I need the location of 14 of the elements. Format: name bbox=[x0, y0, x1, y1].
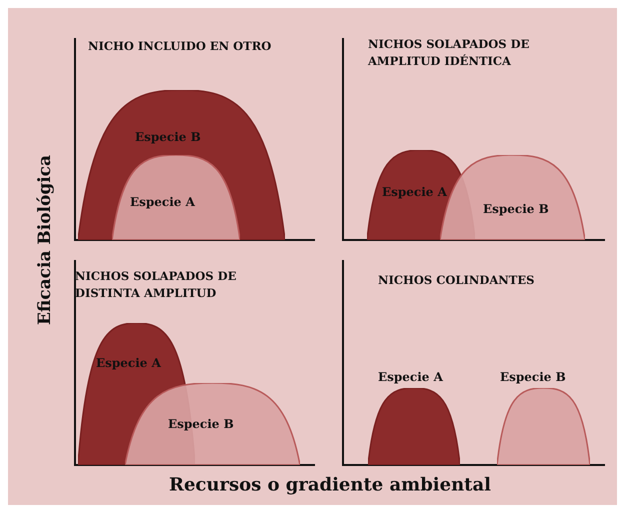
species-label: Especie B bbox=[500, 370, 566, 384]
species-label: Especie A bbox=[130, 195, 195, 209]
panel-title: NICHOS COLINDANTES bbox=[378, 272, 536, 289]
species-label: Especie A bbox=[382, 185, 447, 199]
species-label: Especie B bbox=[135, 130, 201, 144]
species-label: Especie A bbox=[96, 356, 161, 370]
species-label: Especie B bbox=[483, 202, 549, 216]
species-label: Especie B bbox=[168, 417, 234, 431]
panel-title: NICHO INCLUIDO EN OTRO bbox=[88, 38, 272, 55]
panel-title: NICHOS SOLAPADOS DE AMPLITUD IDÉNTICA bbox=[368, 36, 530, 70]
y-axis-label: Eficacia Biológica bbox=[35, 154, 55, 326]
x-axis-label: Recursos o gradiente ambiental bbox=[169, 474, 491, 496]
species-label: Especie A bbox=[378, 370, 443, 384]
panel-title: NICHOS SOLAPADOS DE DISTINTA AMPLITUD bbox=[75, 268, 238, 302]
